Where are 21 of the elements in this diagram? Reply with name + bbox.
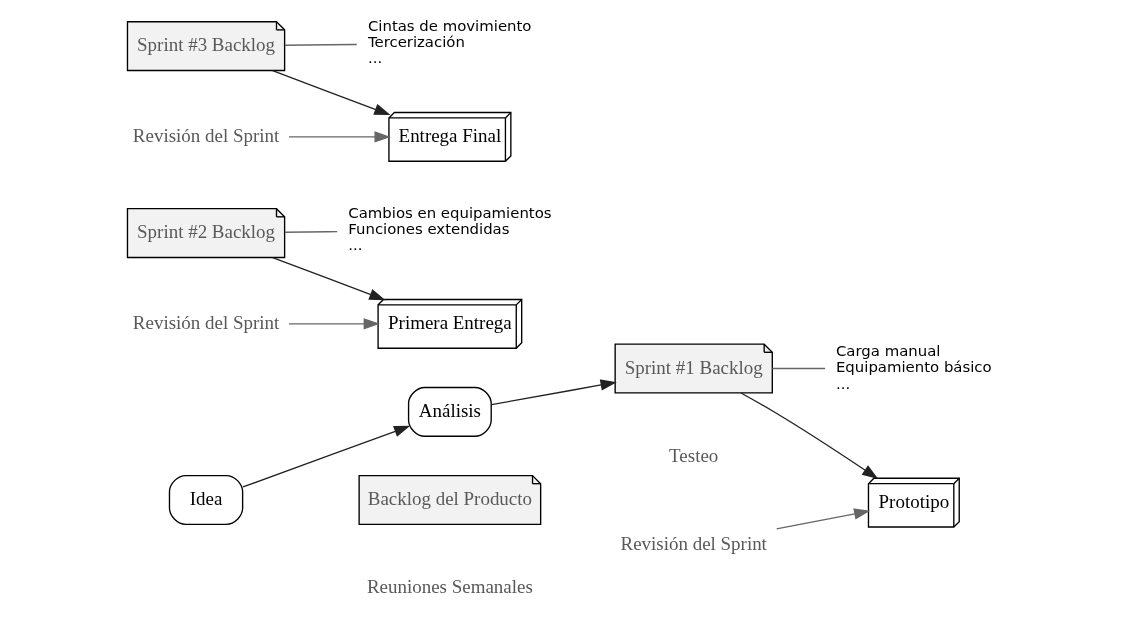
label: Reuniones Semanales [366, 576, 533, 597]
arrow [271, 70, 390, 116]
arrow [287, 318, 380, 330]
arrow [490, 379, 617, 406]
connector [283, 43, 357, 46]
node-text: Revisión del Sprint [132, 311, 279, 333]
node-box: Idea [168, 474, 243, 525]
node-text: Revisión del Sprint [620, 532, 767, 554]
arrow [739, 392, 878, 480]
arrow [241, 425, 410, 488]
node-box: Análisis [407, 386, 492, 437]
connector [283, 230, 338, 233]
connector [771, 367, 826, 370]
arrow [775, 508, 870, 530]
node-text: Cambios en equipamientos Funciones extendidas ... [347, 203, 552, 255]
arrow [271, 256, 386, 301]
node-text: Cintas de movimiento Tercerización ... [367, 16, 531, 68]
node-text: Revisión del Sprint [132, 124, 279, 146]
node-text: Carga manual Equipamiento básico ... [835, 342, 992, 393]
arrow [287, 131, 391, 143]
label: Testeo [668, 444, 718, 466]
